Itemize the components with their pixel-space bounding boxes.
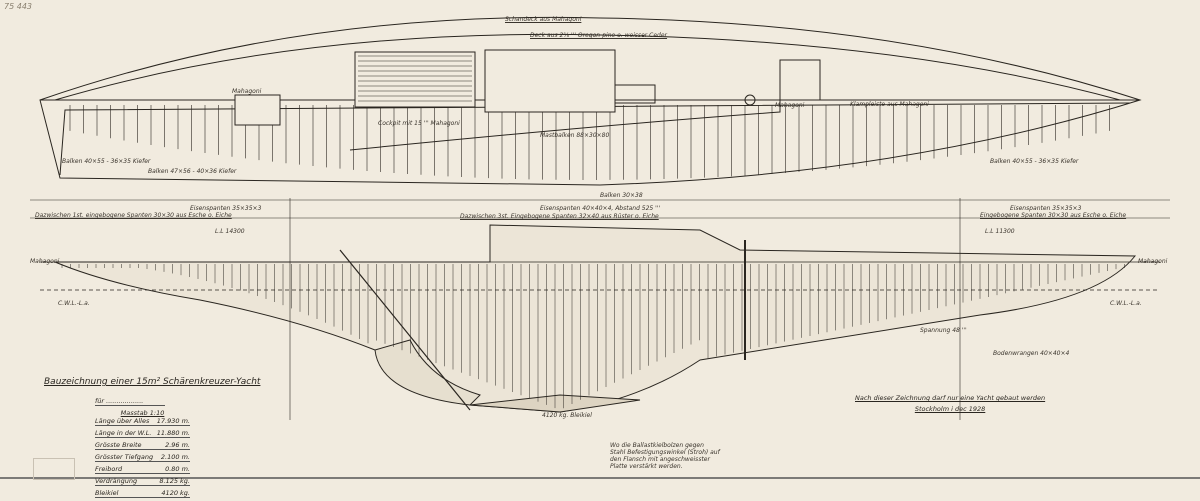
mast-hole (744, 94, 756, 106)
frames-note: Eingebogene Spanten 30×30 aus Esche o. E… (980, 212, 1127, 219)
side-profile (30, 198, 1170, 420)
floors-label: Bodenwrangen 40×40×4 (993, 350, 1070, 357)
sheer-line (54, 33, 1121, 101)
spec-row: Bleikiel 4120 kg. (95, 489, 190, 498)
spec-label: Freibord (95, 465, 123, 473)
spec-label: Länge in der W.L. (95, 429, 152, 437)
deck-planking-label: Deck aus 2⅝ ''' Oregon-pine o. weisser C… (530, 32, 668, 39)
spec-label: Länge über Alles (95, 417, 150, 425)
for-label: für .................. (95, 397, 144, 405)
frames-label: Eisenspanten 35×35×3 (190, 205, 262, 212)
deck-plan (39, 16, 1142, 186)
spec-value: 2.96 m. (165, 441, 190, 449)
klampe-label: Klampleiste aus Mahagoni (850, 101, 929, 108)
beam-label: Balken 47×56 - 40×36 Kiefer (148, 168, 237, 175)
note-line-1: Nach dieser Zeichnung darf nur eine Yach… (855, 394, 1046, 402)
spec-row: Verdrängung 8.125 kg. (95, 477, 190, 486)
spec-row: Grösste Breite 2.96 m. (95, 441, 190, 450)
rudder-stock (339, 249, 471, 411)
beam-label: Balken 30×38 (600, 192, 643, 199)
ballast-keel-label: 4120 kg. Bleikiel (542, 412, 592, 419)
corner-mark: 75 443 (4, 2, 32, 11)
skylight (354, 51, 476, 108)
spacing-label: Spannung 48 ''' (920, 327, 967, 334)
cockpit-label: Cockpit mit 15 ''' Mahagoni (378, 120, 460, 127)
waterline-label: L.L 11300 (985, 228, 1015, 235)
construction-drawing (0, 16, 1200, 479)
mast-beam-label: Mastbalken 88×30×80 (540, 132, 610, 139)
archive-stamp (33, 458, 75, 480)
bolts-note: Wo die Ballastkielbolzen gegen Stahl Bef… (610, 442, 720, 470)
mahagoni-label: Mahagoni (232, 88, 262, 95)
mahagoni-label: Mahagoni (775, 102, 805, 109)
frames-note: Dazwischen 1st. eingebogene Spanten 30×3… (35, 212, 232, 219)
spec-label: Verdrängung (95, 477, 138, 485)
spec-label: Grösster Tiefgang (95, 453, 154, 461)
waterline-label: L.L 14300 (215, 228, 245, 235)
spec-row: Länge in der W.L. 11.880 m. (95, 429, 190, 438)
cwl-label: C.W.L.-L.a. (1110, 300, 1142, 307)
for-line: für .................. (95, 397, 165, 406)
frames-note: Dazwischen 3st. Eingebogene Spanten 32×4… (460, 213, 659, 220)
spec-row: Länge über Alles 17.930 m. (95, 417, 190, 426)
cabin-top (484, 49, 616, 113)
spec-value: 11.880 m. (156, 429, 190, 437)
spec-row: Grösster Tiefgang 2.100 m. (95, 453, 190, 462)
note-line-2: Stockholm i dec 1928 (914, 405, 986, 413)
spec-row: Freibord 0.80 m. (95, 465, 190, 474)
cwl-label: C.W.L.-L.a. (58, 300, 90, 307)
deck-label: Schandeck aus Mahagoni (505, 16, 582, 23)
spec-label: Grösste Breite (95, 441, 142, 449)
beam-label: Balken 40×55 - 36×35 Kiefer (990, 158, 1079, 165)
fore-hatch (779, 59, 821, 101)
spec-label: Bleikiel (95, 489, 119, 497)
spec-value: 2.100 m. (160, 453, 190, 461)
scale: Masstab 1:10 (120, 409, 165, 417)
drawing-title: Bauzeichnung einer 15m² Schärenkreuzer-Y… (44, 377, 261, 387)
beam-label: Balken 40×55 - 36×35 Kiefer (62, 158, 151, 165)
mahagoni-label: Mahagoni (30, 258, 60, 265)
spec-value: 0.80 m. (165, 465, 190, 473)
spec-value: 17.930 m. (156, 417, 190, 425)
aft-hatch (234, 94, 281, 126)
spec-value: 8.125 kg. (159, 477, 190, 485)
frames-label: Eisenspanten 40×40×4, Abstand 525 ''' (540, 205, 661, 212)
builder-note: Nach dieser Zeichnung darf nur eine Yach… (855, 394, 1045, 413)
hatch (614, 84, 656, 104)
frames-label: Eisenspanten 35×35×3 (1010, 205, 1082, 212)
mahagoni-label: Mahagoni (1138, 258, 1168, 265)
inner-line (59, 102, 1131, 176)
spec-value: 4120 kg. (161, 489, 190, 497)
spec-table: für .................. Masstab 1:10 Läng… (95, 397, 190, 501)
